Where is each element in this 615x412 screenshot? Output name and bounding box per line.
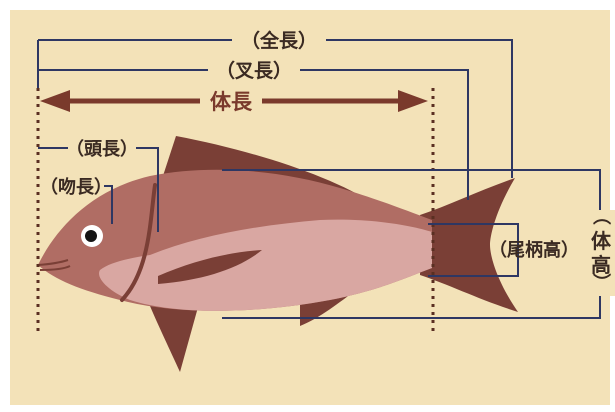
body-depth-label-bg <box>584 210 615 296</box>
body-depth-label: （ 体 高 ） <box>584 207 615 296</box>
fish <box>37 136 518 372</box>
head-length-bracket <box>38 147 159 232</box>
body-depth-label-close: ） <box>590 273 611 291</box>
caudal-peduncle-depth-label: （尾柄高） <box>489 239 579 261</box>
body-depth-label-char1: 体 <box>591 229 612 253</box>
pelvic-fin <box>150 300 200 372</box>
body-depth-label-open: （ <box>590 207 611 225</box>
pectoral-fin <box>158 250 262 284</box>
body-length-label: 体長 <box>210 90 253 114</box>
fish-belly <box>99 219 433 311</box>
fish-mouth-lower <box>39 265 71 271</box>
eye-pupil <box>85 230 97 242</box>
tail-fin <box>420 178 518 312</box>
body-length-arrow <box>40 90 428 112</box>
gill-cover <box>120 183 157 302</box>
fork-length-bracket <box>38 69 469 200</box>
total-length-label: （全長） <box>241 29 317 52</box>
caudal-peduncle-bracket <box>428 223 519 277</box>
total-length-bracket <box>37 39 513 178</box>
snout-length-label: （吻長） <box>40 176 112 198</box>
fork-length-label: （叉長） <box>216 59 292 82</box>
fish-mouth <box>37 259 69 266</box>
snout-length-bracket <box>104 185 113 224</box>
head-length-label: （頭長） <box>66 139 138 160</box>
body-depth-label-char2: 高 <box>591 253 611 277</box>
